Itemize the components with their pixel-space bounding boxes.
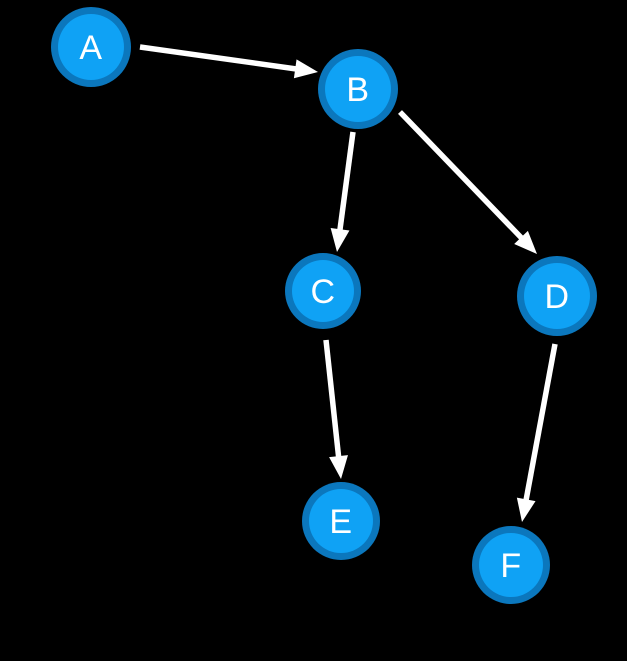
graph-edge-b-c — [330, 131, 356, 252]
graph-edge-b-d — [398, 110, 537, 254]
graph-edge-a-b — [139, 44, 318, 79]
graph-node-d[interactable]: D — [517, 256, 597, 336]
edge-line — [323, 339, 342, 460]
edge-line — [139, 44, 299, 72]
graph-node-f[interactable]: F — [472, 526, 550, 604]
node-label: B — [346, 71, 369, 109]
node-label: F — [500, 547, 521, 585]
edges-layer — [139, 44, 558, 522]
node-fill — [524, 263, 590, 329]
edge-line — [398, 110, 526, 242]
edge-line — [336, 131, 356, 233]
node-fill — [479, 533, 543, 597]
edge-arrowhead — [330, 227, 350, 252]
graph-node-c[interactable]: C — [285, 253, 361, 329]
edge-arrowhead — [329, 455, 348, 479]
graph-node-b[interactable]: B — [318, 49, 398, 129]
node-label: A — [79, 29, 102, 67]
edge-line — [522, 343, 558, 503]
node-fill — [58, 14, 124, 80]
edge-arrowhead — [293, 59, 318, 79]
graph-edge-d-f — [516, 343, 558, 522]
node-fill — [292, 260, 354, 322]
node-fill — [309, 489, 373, 553]
edge-arrowhead — [514, 230, 537, 254]
node-fill — [325, 56, 391, 122]
node-label: D — [544, 278, 569, 316]
graph-edge-c-e — [323, 339, 348, 479]
node-label: C — [310, 273, 335, 311]
node-label: E — [329, 503, 352, 541]
graph-node-e[interactable]: E — [302, 482, 380, 560]
graph-node-a[interactable]: A — [51, 7, 131, 87]
nodes-layer: A B C D E F — [51, 7, 597, 604]
edge-arrowhead — [516, 497, 536, 522]
